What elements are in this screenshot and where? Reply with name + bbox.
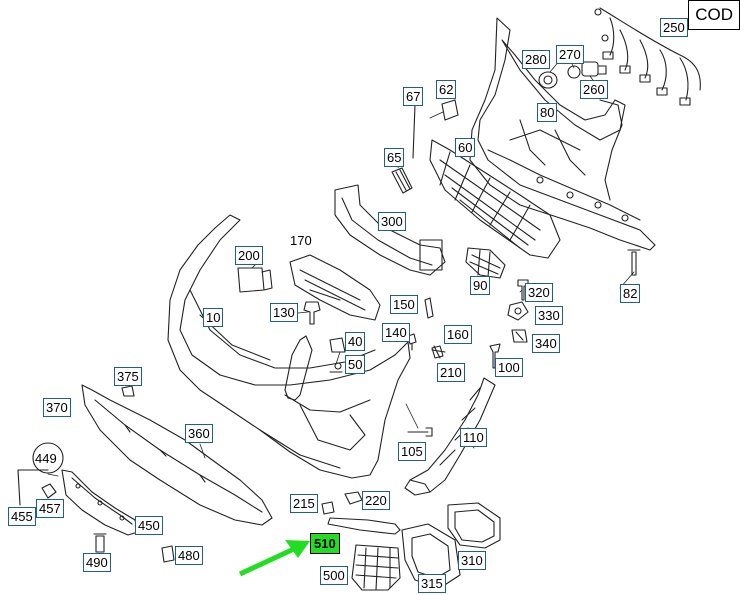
side-bracket-part (404, 377, 496, 496)
callout-480[interactable]: 480 (175, 546, 203, 565)
control-unit-part (237, 267, 273, 293)
clip-part-340 (511, 329, 528, 343)
fog-trim-part-310 (447, 502, 501, 549)
clip-part-220 (344, 491, 363, 505)
grille-insert-part (465, 247, 506, 279)
parking-sensor-part (538, 61, 607, 89)
callout-160[interactable]: 160 (444, 325, 472, 344)
callout-62[interactable]: 62 (436, 80, 457, 99)
clip-part-62 (441, 99, 459, 121)
clip-part-160 (431, 345, 444, 359)
clip-part-480 (161, 545, 175, 563)
clip-part-490 (93, 533, 107, 553)
clip-part-449 (17, 442, 64, 506)
callout-105[interactable]: 105 (398, 442, 426, 461)
clip-part-150 (424, 297, 434, 319)
callout-320[interactable]: 320 (525, 283, 553, 302)
callout-200[interactable]: 200 (235, 246, 263, 265)
callout-100[interactable]: 100 (495, 358, 523, 377)
grille-mesh-part (351, 544, 401, 591)
screw-part-105 (407, 427, 433, 437)
callout-210[interactable]: 210 (437, 363, 465, 382)
wiring-harness-part (594, 7, 701, 106)
callout-375[interactable]: 375 (114, 367, 142, 386)
callout-140[interactable]: 140 (382, 323, 410, 342)
callout-450[interactable]: 450 (135, 516, 163, 535)
lower-trim-part (81, 384, 273, 526)
clip-part-40 (329, 337, 346, 353)
clip-part-130 (303, 301, 321, 325)
callout-50[interactable]: 50 (345, 355, 366, 374)
callout-82[interactable]: 82 (620, 284, 641, 303)
bolt-part-82 (627, 249, 641, 276)
clip-part-210 (431, 345, 446, 359)
callout-260[interactable]: 260 (580, 80, 608, 99)
bumper-cover-part (167, 214, 411, 479)
trim-strip-part (327, 517, 401, 535)
callout-449[interactable]: 449 (35, 451, 57, 466)
callout-250[interactable]: 250 (660, 18, 688, 37)
callout-130[interactable]: 130 (270, 303, 298, 322)
callout-330[interactable]: 330 (535, 306, 563, 325)
callout-60[interactable]: 60 (455, 138, 476, 157)
callout-220[interactable]: 220 (362, 491, 390, 510)
clip-part-375 (121, 385, 135, 397)
leader-lines (47, 59, 635, 477)
callout-360[interactable]: 360 (185, 424, 213, 443)
callout-310[interactable]: 310 (458, 551, 486, 570)
clip-part-215 (321, 501, 335, 515)
bracket-part (334, 184, 446, 276)
callout-215[interactable]: 215 (290, 494, 318, 513)
callout-150[interactable]: 150 (390, 295, 418, 314)
callout-370[interactable]: 370 (43, 398, 71, 417)
callout-300[interactable]: 300 (378, 212, 406, 231)
rod-part (412, 100, 418, 159)
nut-part-330 (507, 301, 529, 321)
lower-grille-part (429, 139, 561, 259)
callout-500[interactable]: 500 (320, 566, 348, 585)
callout-170[interactable]: 170 (290, 233, 312, 248)
insert-part-65 (391, 167, 413, 194)
air-guide-part (289, 254, 381, 321)
callout-270[interactable]: 270 (556, 45, 584, 64)
callout-40[interactable]: 40 (345, 332, 366, 351)
code-label: COD (688, 0, 740, 30)
callout-490[interactable]: 490 (83, 553, 111, 572)
clip-part-50 (329, 362, 343, 373)
callout-90[interactable]: 90 (470, 276, 491, 295)
license-bracket-part (61, 469, 139, 536)
callout-65[interactable]: 65 (384, 148, 405, 167)
callout-510[interactable]: 510 (310, 533, 340, 554)
callout-340[interactable]: 340 (532, 334, 560, 353)
callout-455[interactable]: 455 (8, 507, 36, 526)
callout-457[interactable]: 457 (36, 499, 64, 518)
highlight-arrow (238, 540, 310, 577)
callout-67[interactable]: 67 (403, 87, 424, 106)
callout-315[interactable]: 315 (418, 574, 446, 593)
callout-10[interactable]: 10 (203, 308, 224, 327)
callout-280[interactable]: 280 (522, 50, 550, 69)
callout-80[interactable]: 80 (537, 103, 558, 122)
bolt-part-320 (517, 279, 529, 301)
callout-110[interactable]: 110 (460, 428, 487, 447)
